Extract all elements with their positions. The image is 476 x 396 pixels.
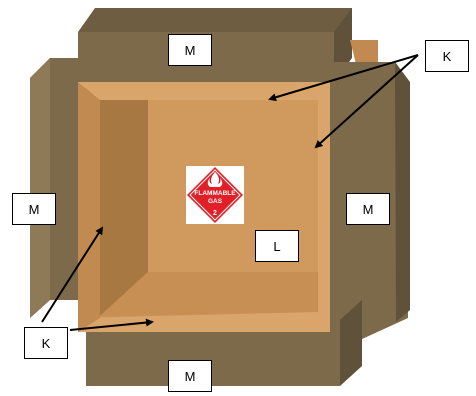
liner-floor <box>100 272 318 316</box>
placard-inner-border <box>189 169 241 221</box>
label-left-flap: M <box>12 193 56 225</box>
placard-line1: FLAMMABLE <box>194 190 236 197</box>
bottom-flap <box>86 320 340 386</box>
label-liner-bottom-left: K <box>24 327 68 359</box>
placard-line2: GAS <box>208 198 223 205</box>
liner-left-wall <box>100 100 148 316</box>
label-top-flap: M <box>168 34 212 66</box>
label-liner-top-right: K <box>425 40 469 72</box>
bottom-flap-edge <box>340 300 362 386</box>
arrow-k-to-left-wall <box>41 226 104 323</box>
left-flap-edge <box>30 58 50 318</box>
label-right-flap: M <box>346 193 390 225</box>
arrow-k-to-right-strip <box>314 54 419 149</box>
label-bottom-flap: M <box>168 360 212 392</box>
liner-left-strip <box>78 82 100 332</box>
arrow-k-to-bottom-strip <box>69 318 154 331</box>
liner-top-strip <box>78 82 330 100</box>
placard-class-number: 2 <box>213 210 217 217</box>
liner-bottom-strip <box>78 312 330 332</box>
flame-icon <box>207 172 223 187</box>
label-back-panel: L <box>255 230 299 262</box>
liner-right-strip <box>318 100 330 332</box>
placard-diamond <box>187 167 243 223</box>
right-flap-edge <box>395 62 410 322</box>
hazard-placard: FLAMMABLE GAS 2 <box>186 166 244 224</box>
arrow-k-to-top-strip <box>268 54 419 102</box>
